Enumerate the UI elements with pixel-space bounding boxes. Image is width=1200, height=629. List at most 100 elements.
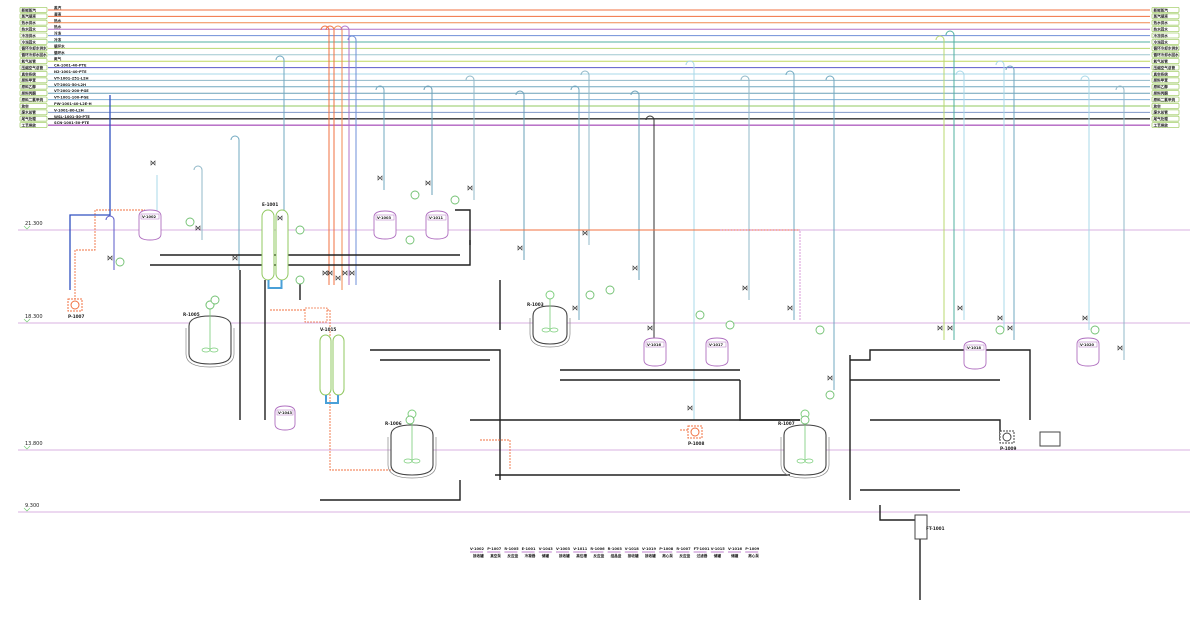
valve-icon	[195, 225, 201, 231]
equipment-tag: E-1001	[262, 202, 278, 207]
vessel-tag-box	[276, 409, 294, 416]
header-label-right: 冷冻回水	[1154, 39, 1169, 44]
valve-icon	[997, 315, 1003, 321]
process-line	[455, 209, 471, 245]
legend-desc: 反应釜	[507, 553, 518, 558]
utility-drop-line	[995, 60, 1005, 330]
nitrogen-line	[69, 95, 111, 290]
heater-box	[304, 307, 328, 323]
equipment-tag: P-1007	[68, 314, 84, 319]
instrument-bubble-icon	[585, 290, 595, 300]
header-label-right: 尾气处理	[1153, 116, 1169, 121]
elevation-marker-icon	[23, 225, 31, 230]
valve-icon	[150, 160, 156, 166]
utility-drop-line	[955, 70, 965, 320]
valve-icon	[582, 230, 588, 236]
process-line	[850, 349, 1031, 420]
header-label-left: 废水总管	[22, 110, 37, 115]
valve-icon	[517, 245, 523, 251]
header-label-right: 原料二氯甲烷	[1154, 97, 1176, 102]
equipment-tag: V-1015	[320, 327, 336, 332]
equipment-tag: FT-1001	[926, 526, 945, 531]
header-line-label: N2-1001-40-PTE	[54, 70, 87, 74]
valve-icon	[349, 270, 355, 276]
vessel-tag-box	[965, 344, 985, 351]
legend-tag: V-1002	[470, 547, 485, 551]
pump-p1009: P-1009	[999, 430, 1016, 451]
header-label-left: 尾气处理	[21, 116, 37, 121]
header-label-box-right	[1151, 13, 1180, 20]
equipment-tag: V-1002	[142, 215, 157, 219]
utility-drop-line	[630, 90, 640, 280]
pump-icon	[70, 300, 80, 310]
header-line-label: WSL-1001-50-PTE	[54, 115, 90, 119]
header-label-right: 蒸汽凝液	[1154, 14, 1169, 19]
header-label-box-right	[1151, 39, 1180, 45]
instrument-bubble-icon	[605, 285, 615, 295]
header-line-label: VT-1001-251-L2H	[54, 76, 88, 80]
elevation-marker-icon	[23, 507, 31, 512]
legend-desc: 储罐	[541, 553, 550, 558]
valve-icon	[327, 270, 333, 276]
header-line-label: 热水	[54, 18, 62, 23]
header-line-label: V-1001-80-L2H	[54, 108, 84, 112]
header-label-box-left	[19, 64, 48, 71]
legend-desc: 接收罐	[645, 553, 656, 558]
exchanger-shell	[261, 209, 275, 281]
vessel-tag-box	[1078, 341, 1098, 348]
header-label-left: 工艺排放	[22, 123, 37, 128]
header-label-box-right	[1151, 58, 1180, 64]
equipment-tag: P-1009	[1000, 446, 1016, 451]
steam-line	[329, 400, 410, 471]
header-label-right: 氮气总管	[1154, 59, 1169, 64]
instrument-bubble-icon	[725, 320, 735, 330]
header-label-left: 循环冷却水回水	[21, 52, 48, 57]
vessel-v1016: V-1016	[643, 337, 667, 367]
column-v1015: V-1015	[319, 327, 345, 404]
header-label-right: 压缩空气总管	[1154, 65, 1176, 70]
header-label-box-right	[1151, 109, 1180, 116]
header-line-label: 循环水	[53, 50, 65, 55]
instrument-bubble-icon	[1090, 325, 1100, 335]
equipment-tag: V-1011	[429, 216, 444, 220]
legend-tag: V-1018	[625, 547, 640, 551]
utility-drop-line	[275, 55, 285, 230]
utility-drop-line	[230, 135, 240, 270]
header-label-box-left	[19, 58, 48, 64]
header-label-right: 热水供水	[1154, 20, 1169, 25]
valve-icon	[1007, 325, 1013, 331]
header-label-left: 压缩空气总管	[22, 65, 44, 70]
instrument-bubble-icon	[815, 325, 825, 335]
valve-icon	[947, 325, 953, 331]
reactor-r1007: R-1007	[778, 409, 830, 479]
utility-drop-line	[785, 70, 795, 320]
exchanger-shell	[319, 334, 332, 396]
equipment-tag: V-1003	[377, 216, 392, 220]
reactor-jacket	[780, 437, 830, 479]
utility-drop-line	[340, 25, 350, 285]
header-label-right: 冷冻供水	[1154, 33, 1169, 38]
header-label-box-right	[1151, 32, 1180, 39]
header-label-right: 热水回水	[1154, 27, 1169, 32]
utility-drop-line	[193, 165, 203, 240]
equipment-tag: V-1016	[647, 343, 662, 347]
elevation-marker-icon	[23, 318, 31, 323]
legend-tag: V-1043	[539, 547, 554, 551]
elevation-label: 13.800	[25, 441, 43, 447]
instrument-bubble-icon	[450, 195, 460, 205]
reactor-jacket	[387, 437, 437, 479]
vessel-v1002: V-1002	[138, 209, 162, 241]
header-label-box-right	[1151, 45, 1180, 52]
header-label-left: 原料甲苯	[22, 78, 37, 83]
instrument-bubble-icon	[185, 217, 195, 227]
header-label-box-right	[1151, 90, 1180, 96]
header-line-label: 氮气	[54, 56, 62, 61]
process-line	[150, 240, 471, 266]
header-label-left: 新鲜蒸汽	[22, 7, 37, 12]
legend-desc: 真空泵	[490, 553, 501, 558]
header-label-right: 新鲜蒸汽	[1154, 7, 1169, 12]
legend-tag: P-1008	[659, 547, 674, 551]
header-line-label: 冷冻	[54, 31, 62, 36]
header-label-box-left	[19, 109, 48, 116]
